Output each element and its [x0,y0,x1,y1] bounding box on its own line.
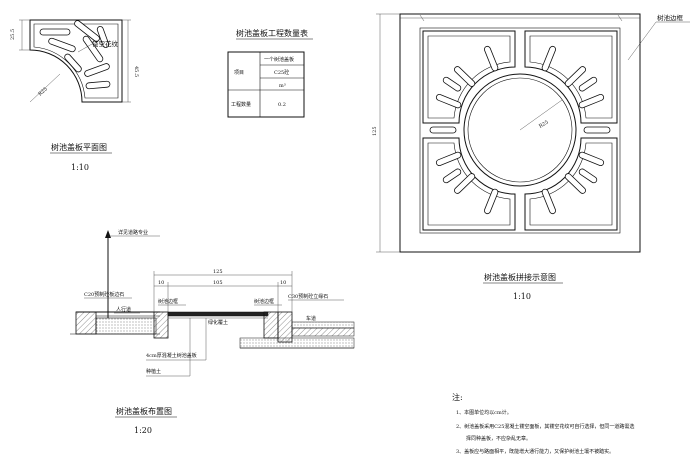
table-header: 一个树池盖板 [264,56,294,63]
plan-title: 树池盖板平面图 [51,142,107,152]
table-qty-value: 0.2 [278,102,286,108]
radial-slots [429,45,611,215]
table-item-label: 项目 [234,70,244,76]
assembly-title: 树池盖板拼接示意图 [484,272,556,282]
layout-scale: 1:20 [134,426,152,435]
note-3: 3、盖板应与路面相平，既能增大通行能力，又保护树池土壤不被踏实。 [456,448,614,455]
quantity-table: 树池盖板工程数量表 一个树池盖板 项目 C25砼 m³ 工程数量 0.2 [227,28,313,118]
dim-c: 10 [280,280,286,286]
dim-b: 105 [213,280,223,286]
plan-dim-right: 45.5 [133,66,139,77]
note-2-cont: 择同种盖板，不应杂乱无章。 [466,435,531,442]
plan-scale: 1:10 [71,163,89,172]
curb-left-label: C20预制砼板边石 [84,291,124,298]
dim-a: 10 [158,280,164,286]
table-material: C25砼 [274,69,289,76]
notes-title: 注: [452,392,463,402]
assembly-dim-side: 125 [372,126,378,136]
cover-plan-view: 25.5 45.5 R25 镂空花纹 树池盖板平面图 1:10 [10,19,139,172]
note-2: 2、树池盖板采用C25混凝土镂空面板，其镂空花纹可自行选择，但同一道路需选 [456,423,634,430]
green-soil-label: 绿化覆土 [208,319,228,326]
see-road-label: 详见道路专业 [118,229,148,236]
layout-section: 详见道路专业 C20预制砼板边石 人行道 125 10 105 [70,229,355,435]
tree-opening [463,73,577,187]
frame-right-label: 树池边框 [254,298,274,305]
panel-bottom-right [524,137,618,231]
notes-block: 注: 1、本图单位均以cm计。 2、树池盖板采用C25混凝土镂空面板，其镂空花纹… [452,392,634,455]
frame-left-label: 树池边框 [158,298,178,305]
assembly-scale: 1:10 [513,292,531,301]
table-title: 树池盖板工程数量表 [236,28,308,38]
assembly-dim-radius: R25 [538,119,550,129]
layout-title: 树池盖板布置图 [116,406,172,416]
cover-thickness-label: 4cm厚混凝土树池盖板 [146,352,197,359]
curb-right-label: C30预制砼立缘石 [288,293,328,300]
table-unit: m³ [279,83,286,89]
table-qty-label: 工程数量 [231,101,251,108]
assembly-view: R25 [372,13,690,301]
plan-dim-radius: R25 [37,86,49,97]
cover-slab [167,311,269,317]
pattern-slots [39,20,111,90]
plan-dim-top: 25.5 [10,29,16,40]
planting-soil-label: 种植土 [146,368,161,375]
dim-total: 125 [213,269,223,275]
plan-leader-label: 镂空花纹 [92,39,119,48]
panel-bottom-left [422,137,516,231]
assembly-edge-label: 树池边框 [657,13,684,22]
roadway-label: 车道 [306,315,316,322]
note-1: 1、本图单位均以cm计。 [456,409,512,416]
sidewalk-label: 人行道 [116,306,131,313]
